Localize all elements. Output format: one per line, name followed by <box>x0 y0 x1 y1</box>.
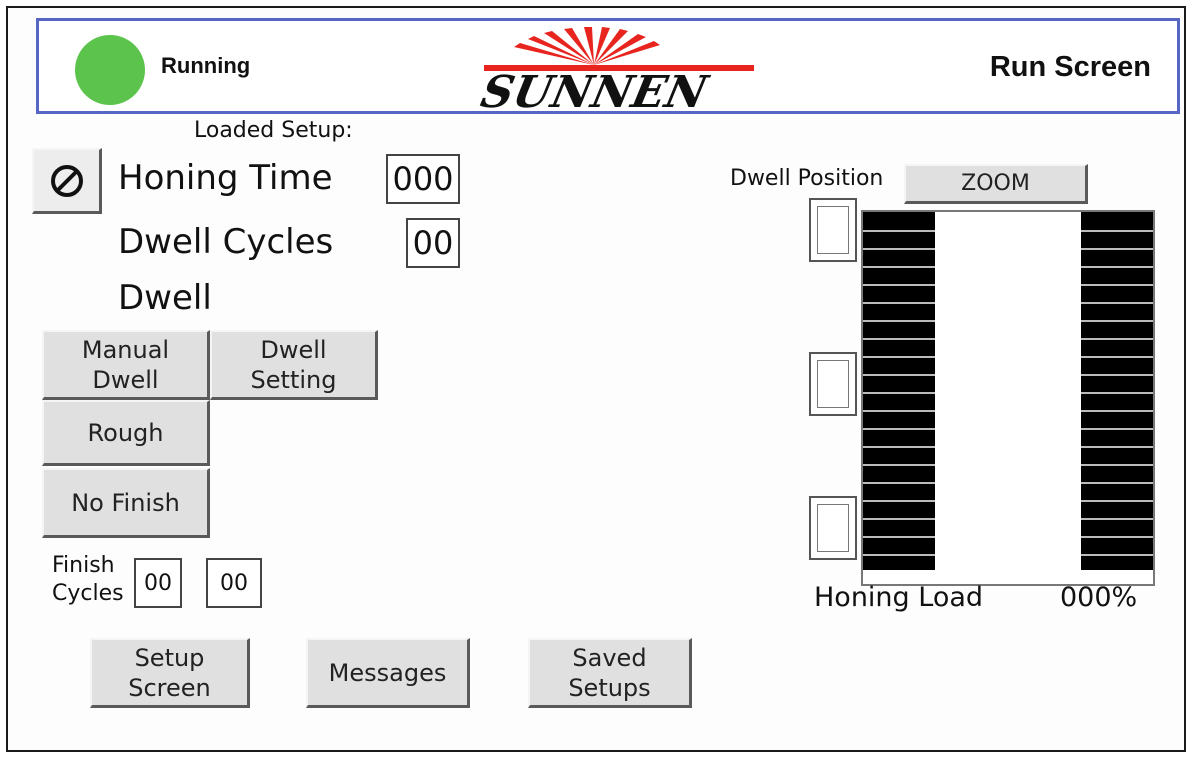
setup-screen-button[interactable]: Setup Screen <box>90 638 250 708</box>
dwell-marker-middle[interactable] <box>809 352 857 416</box>
gauge-segment-line <box>863 446 935 448</box>
dwell-position-gauge <box>861 210 1155 586</box>
dwell-setting-button[interactable]: Dwell Setting <box>210 330 378 400</box>
gauge-segment-line <box>1081 320 1153 322</box>
prohibited-icon <box>50 164 83 197</box>
gauge-segment-line <box>1081 446 1153 448</box>
gauge-segment-line <box>863 230 935 232</box>
gauge-segment-line <box>1081 464 1153 466</box>
gauge-segment-line <box>1081 554 1153 556</box>
gauge-segment-line <box>1081 266 1153 268</box>
gauge-segment-line <box>1081 392 1153 394</box>
manual-dwell-button[interactable]: Manual Dwell <box>42 330 210 400</box>
dwell-label: Dwell <box>118 278 212 318</box>
screen-frame: Running SUNNEN Run Screen Loaded Setup: <box>6 6 1186 752</box>
dwell-bar-right <box>1081 212 1153 570</box>
gauge-segment-line <box>1081 302 1153 304</box>
sunnen-logo: SUNNEN <box>477 27 754 111</box>
gauge-segment-line <box>1081 248 1153 250</box>
gauge-segment-line <box>1081 338 1153 340</box>
finish-cycles-field-2[interactable]: 00 <box>206 558 262 608</box>
honing-load-value: 000% <box>1060 582 1138 613</box>
gauge-segment-line <box>863 338 935 340</box>
gauge-segment-line <box>1081 284 1153 286</box>
rough-button[interactable]: Rough <box>42 400 210 466</box>
gauge-segment-line <box>863 428 935 430</box>
gauge-segment-line <box>863 410 935 412</box>
status-indicator-icon <box>75 35 145 105</box>
gauge-segment-line <box>1081 428 1153 430</box>
zoom-button[interactable]: ZOOM <box>904 164 1088 204</box>
gauge-segment-line <box>863 392 935 394</box>
status-text: Running <box>161 53 251 78</box>
dwell-position-label: Dwell Position <box>730 166 884 191</box>
dwell-bar-left <box>863 212 935 570</box>
gauge-segment-line <box>863 266 935 268</box>
gauge-segment-line <box>863 302 935 304</box>
gauge-segment-line <box>863 374 935 376</box>
gauge-segment-line <box>863 554 935 556</box>
gauge-segment-line <box>1081 356 1153 358</box>
dwell-marker-bottom[interactable] <box>809 496 857 560</box>
honing-load-label: Honing Load <box>814 582 984 613</box>
gauge-segment-line <box>1081 230 1153 232</box>
gauge-segment-line <box>1081 482 1153 484</box>
finish-cycles-label: Finish Cycles <box>52 553 124 606</box>
honing-time-field[interactable]: 000 <box>386 154 460 204</box>
gauge-segment-line <box>863 248 935 250</box>
gauge-segment-line <box>863 482 935 484</box>
gauge-segment-line <box>1081 410 1153 412</box>
gauge-segment-line <box>1081 374 1153 376</box>
saved-setups-button[interactable]: Saved Setups <box>528 638 692 708</box>
gauge-segment-line <box>863 500 935 502</box>
screen-title: Run Screen <box>989 51 1151 83</box>
messages-button[interactable]: Messages <box>306 638 470 708</box>
dwell-cycles-field[interactable]: 00 <box>406 218 460 268</box>
finish-cycles-field-1[interactable]: 00 <box>134 558 182 608</box>
gauge-segment-line <box>863 320 935 322</box>
dwell-marker-top[interactable] <box>809 198 857 262</box>
gauge-segment-line <box>863 536 935 538</box>
dwell-cycles-label: Dwell Cycles <box>118 222 334 262</box>
svg-text:SUNNEN: SUNNEN <box>477 66 715 111</box>
gauge-segment-line <box>1081 536 1153 538</box>
gauge-segment-line <box>863 464 935 466</box>
gauge-segment-line <box>863 356 935 358</box>
no-finish-button[interactable]: No Finish <box>42 468 210 538</box>
gauge-segment-line <box>863 518 935 520</box>
gauge-segment-line <box>863 284 935 286</box>
gauge-segment-line <box>1081 518 1153 520</box>
honing-time-label: Honing Time <box>118 158 333 198</box>
gauge-segment-line <box>1081 500 1153 502</box>
header-bar: Running SUNNEN Run Screen <box>36 18 1180 114</box>
loaded-setup-label: Loaded Setup: <box>194 118 353 143</box>
cancel-button[interactable] <box>32 148 102 214</box>
